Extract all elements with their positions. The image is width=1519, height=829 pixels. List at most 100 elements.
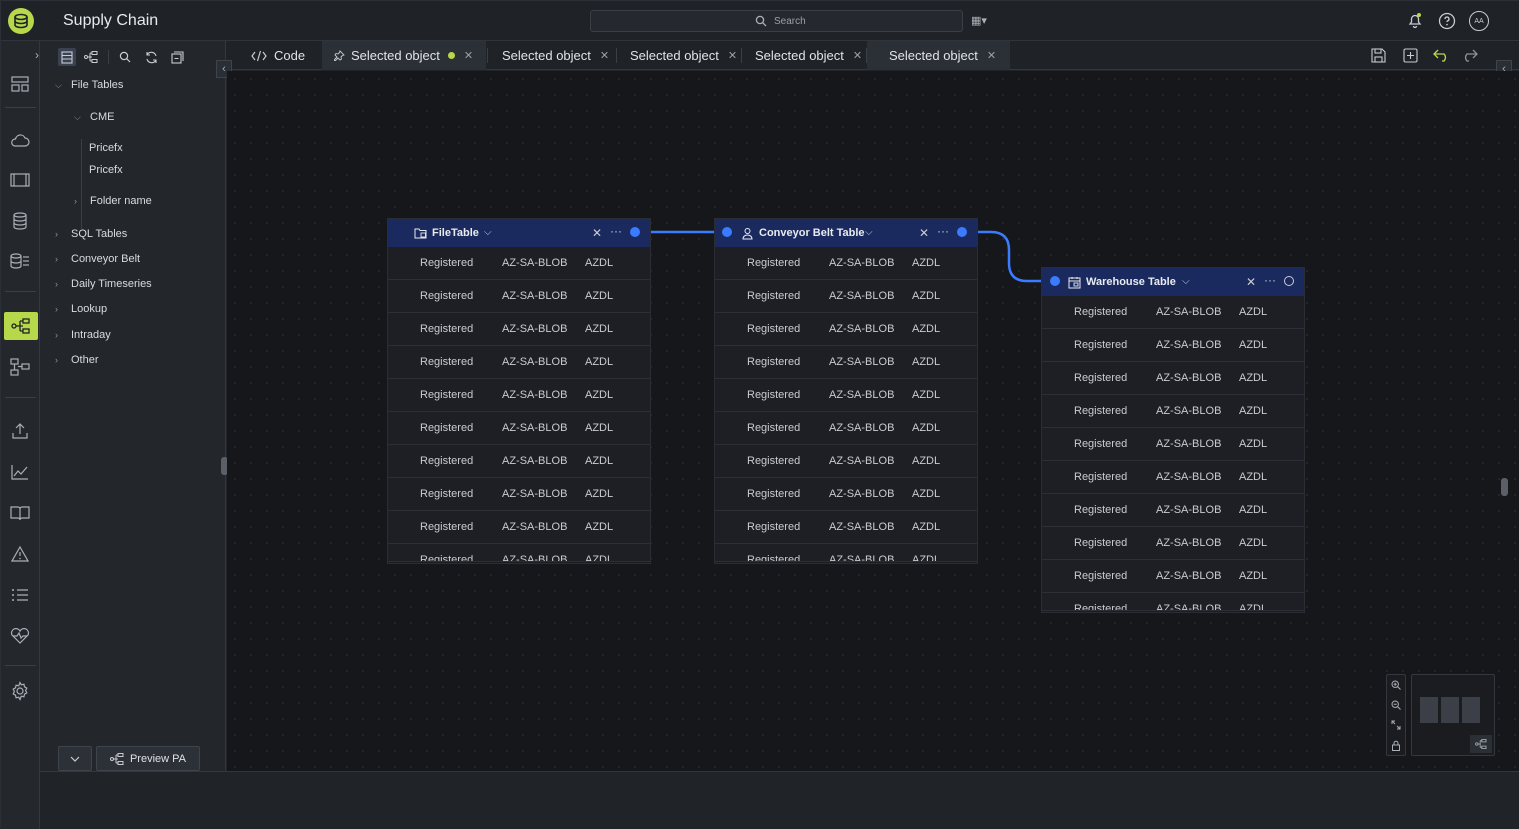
refresh-icon[interactable] [142,48,160,66]
warning-icon[interactable] [9,543,31,565]
save-icon[interactable] [1369,46,1387,64]
close-icon[interactable]: ✕ [727,50,738,62]
close-icon[interactable]: ✕ [1245,275,1256,289]
more-options-icon[interactable]: ··· [1264,273,1276,287]
lineage-view-icon[interactable] [82,48,100,66]
more-options-icon[interactable]: ··· [937,224,949,238]
close-icon[interactable]: ✕ [591,226,602,240]
tab-selected-object[interactable]: Selected object✕ [743,41,867,70]
collapse-all-icon[interactable] [168,48,186,66]
lineage-icon[interactable] [4,312,38,340]
table-view-icon[interactable] [58,48,76,66]
tree-item-lookup[interactable]: ›Lookup [55,303,107,315]
redo-icon[interactable] [1460,46,1478,64]
lock-icon[interactable] [1390,739,1402,751]
health-icon[interactable] [9,625,31,647]
explorer-resize-handle[interactable] [221,457,228,475]
table-card-header[interactable]: Warehouse Table ⌵ ✕ ··· [1042,268,1304,296]
dashboard-icon[interactable] [9,73,31,95]
tree-item-sql-tables[interactable]: ›SQL Tables [55,228,127,240]
canvas-scrollbar[interactable] [1501,478,1508,496]
search-icon[interactable] [116,48,134,66]
expand-options-button[interactable] [58,746,92,771]
tree-item-conveyor-belt[interactable]: ›Conveyor Belt [55,253,140,265]
upload-icon[interactable] [9,420,31,442]
more-options-icon[interactable]: ··· [610,224,622,238]
close-icon[interactable]: ✕ [599,50,610,62]
tree-item-pricefx[interactable]: Pricefx [89,164,123,176]
close-icon[interactable]: ✕ [852,50,863,62]
minimap-lineage-icon[interactable] [1470,735,1492,753]
help-icon[interactable] [1438,12,1456,35]
book-icon[interactable] [9,502,31,524]
input-port[interactable] [722,227,732,237]
input-port[interactable] [1050,276,1060,286]
tree-item-pricefx[interactable]: Pricefx [89,142,123,154]
undo-icon[interactable] [1432,46,1450,64]
settings-gear-icon[interactable] [9,680,31,702]
chevron-down-icon[interactable]: ⌵ [1182,276,1190,287]
table-card-header[interactable]: FileTable ⌵ ✕ ··· [388,219,650,247]
search-input[interactable]: Search [590,10,963,32]
minimap[interactable] [1411,674,1495,756]
add-square-icon[interactable] [1401,46,1419,64]
zoom-in-icon[interactable] [1390,679,1402,691]
output-port-empty[interactable] [1284,276,1294,286]
film-icon[interactable] [9,169,31,191]
tab-selected-object[interactable]: Selected object✕ [490,41,614,70]
apps-grid-button[interactable]: ▦▾ [971,15,987,27]
schema-icon[interactable] [9,356,31,378]
output-port[interactable] [957,227,967,237]
chart-line-icon[interactable] [9,461,31,483]
tree-item-daily-timeseries[interactable]: ›Daily Timeseries [55,278,152,290]
output-port[interactable] [630,227,640,237]
zoom-out-icon[interactable] [1390,699,1402,711]
tree-item-folder-name[interactable]: ›Folder name [74,195,152,207]
list-icon[interactable] [9,584,31,606]
tab-code[interactable]: Code [239,41,321,70]
database-icon[interactable] [9,210,31,232]
user-avatar[interactable]: AA [1469,11,1489,31]
tab-selected-object-active[interactable]: Selected object ✕ [322,41,486,70]
table-card-header[interactable]: Conveyor Belt Table ⌵ ✕ ··· [715,219,977,247]
tree-item-file-tables[interactable]: ⌵File Tables [55,79,123,91]
close-icon[interactable]: ✕ [918,226,929,240]
chevron-down-icon[interactable]: ⌵ [484,227,492,238]
tab-selected-object[interactable]: Selected object✕ [618,41,742,70]
tree-item-intraday[interactable]: ›Intraday [55,329,111,341]
fit-view-icon[interactable] [1390,719,1402,731]
tree-item-cme[interactable]: ⌵CME [74,111,114,123]
preview-pa-button[interactable]: Preview PA [96,746,200,771]
close-icon[interactable]: ✕ [463,50,474,62]
close-icon[interactable]: ✕ [986,50,997,62]
tree-item-other[interactable]: ›Other [55,354,99,366]
